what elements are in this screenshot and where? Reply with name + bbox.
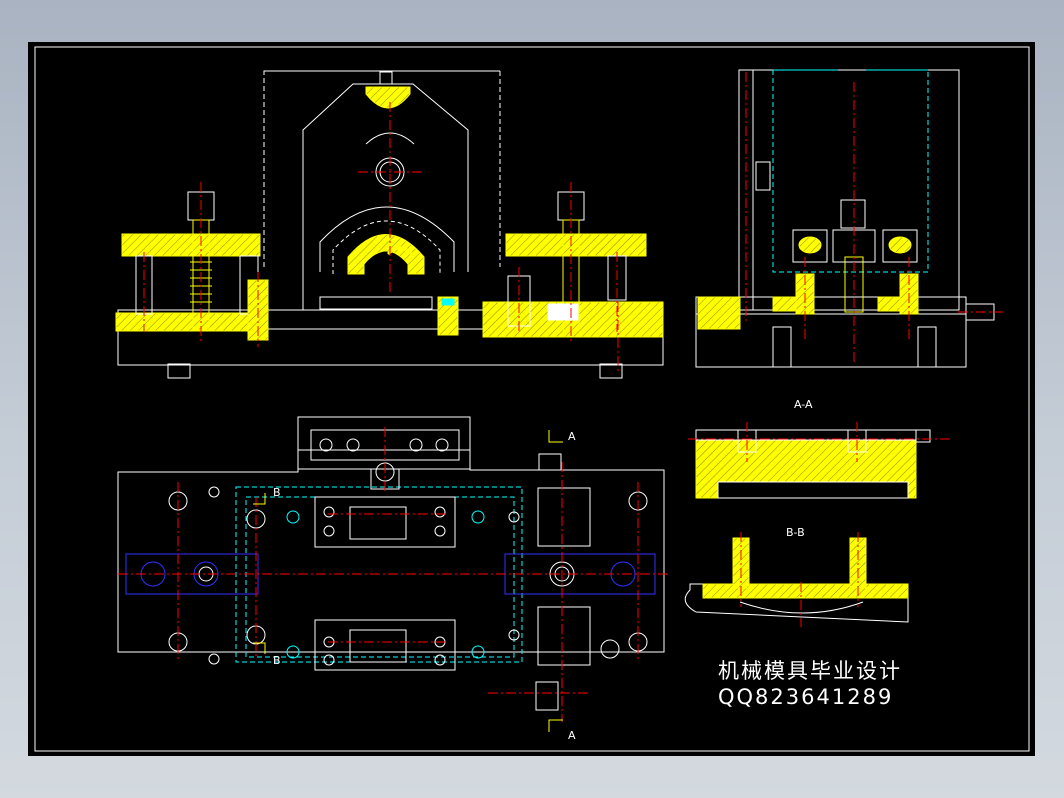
drawing-border [34, 46, 1030, 752]
section-bb-title: B-B [786, 526, 805, 539]
plan-holes [140, 438, 648, 666]
section-a-marker-bottom: A [568, 729, 576, 742]
section-bb [684, 537, 909, 623]
front-view [115, 70, 664, 379]
top-cap-hatch [365, 86, 411, 109]
section-aa [695, 429, 931, 499]
section-aa-title: A-A [794, 398, 813, 411]
side-view [695, 69, 995, 368]
section-a-marker-top: A [568, 430, 576, 443]
drawing-canvas: 机械模具毕业设计 QQ823641289 A-A B-B A A B B [28, 42, 1035, 756]
section-b-marker-top: B [273, 486, 281, 499]
watermark-contact: QQ823641289 [718, 685, 894, 709]
arch-hatch [347, 234, 425, 275]
section-b-marker-bottom: B [273, 654, 281, 667]
watermark-title: 机械模具毕业设计 [718, 659, 902, 683]
